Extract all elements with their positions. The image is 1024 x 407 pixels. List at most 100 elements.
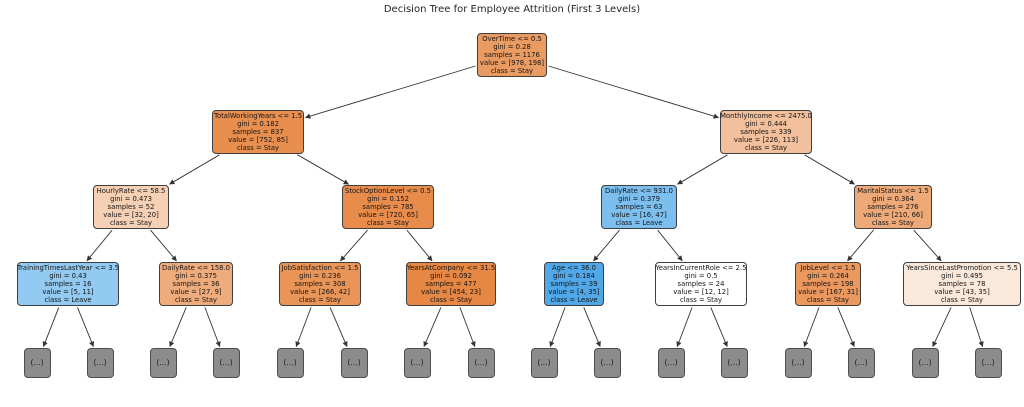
node-text-line: value = [210, 66] [863, 211, 923, 220]
node-text-line: gini = 0.5 [684, 271, 718, 280]
node-text-line: gini = 0.43 [49, 271, 87, 280]
leaf-node-8: (...) [467, 348, 495, 378]
node-text-line: (...) [347, 357, 361, 367]
node-text-line: samples = 78 [938, 279, 986, 288]
node-text-line: TotalWorkingYears <= 1.5 [213, 111, 303, 120]
tree-edge [150, 229, 177, 262]
node-text-line: class = Stay [174, 296, 218, 305]
node-text-line: value = [752, 85] [228, 136, 288, 145]
node-text-line: class = Stay [679, 296, 723, 305]
node-text-line: gini = 0.092 [430, 271, 472, 280]
tree-edge [304, 65, 476, 119]
tree-edge [593, 229, 620, 262]
node-text-line: YearsSinceLastPromotion <= 5.5 [906, 263, 1018, 272]
tree-edge [340, 229, 368, 262]
node-text-line: samples = 39 [550, 279, 598, 288]
node-text-line: (...) [664, 357, 678, 367]
leaf-node-13: (...) [784, 348, 812, 378]
node-text-line: JobSatisfaction <= 1.5 [281, 263, 359, 272]
leaf-node-16: (...) [974, 348, 1002, 378]
node-text-line: gini = 0.473 [110, 194, 152, 203]
node-text-line: samples = 837 [232, 127, 284, 136]
node-text-line: (...) [727, 357, 741, 367]
tree-edge [459, 307, 476, 348]
node-text-line: value = [167, 31] [798, 288, 858, 297]
node-text-line: class = Stay [806, 296, 850, 305]
leaf-node-4: (...) [212, 348, 240, 378]
node-text-line: (...) [791, 357, 805, 367]
node-text-line: value = [454, 23] [421, 288, 481, 297]
node-text-line: class = Stay [744, 144, 788, 153]
node-text-line: class = Stay [871, 219, 915, 228]
node-text-line: value = [12, 12] [673, 288, 729, 297]
node-text-line: JobLevel <= 1.5 [800, 263, 856, 272]
node-text-line: TrainingTimesLastYear <= 3.5 [16, 263, 120, 272]
tree-edge [969, 307, 984, 348]
node-text-line: samples = 16 [44, 279, 92, 288]
node-text-line: samples = 198 [802, 279, 854, 288]
tree-edge [583, 307, 601, 348]
tree-edges [42, 65, 984, 348]
node-text-line: gini = 0.375 [175, 271, 217, 280]
tree-edge [804, 154, 855, 185]
leaf-node-9: (...) [530, 348, 558, 378]
tree-edge [204, 307, 221, 348]
leaf-node-12: (...) [720, 348, 748, 378]
node-text-line: (...) [30, 357, 44, 367]
node-text-line: value = [226, 113] [733, 136, 799, 145]
node-text-line: gini = 0.152 [367, 194, 409, 203]
tree-edge [42, 307, 60, 348]
node-text-line: class = Stay [236, 144, 280, 153]
node-text-line: value = [32, 20] [103, 211, 159, 220]
tree-edge [913, 229, 942, 262]
tree-edge [329, 307, 348, 348]
tree-edge [837, 307, 855, 348]
leaf-node-3: (...) [149, 348, 177, 378]
node-text-line: samples = 477 [425, 279, 477, 288]
tree-edge [677, 154, 728, 185]
leaf-node-14: (...) [847, 348, 875, 378]
node-text-line: gini = 0.364 [872, 194, 914, 203]
figure-title: Decision Tree for Employee Attrition (Fi… [383, 4, 641, 15]
node-text-line: Age <= 36.0 [552, 263, 596, 272]
leaf-node-2: (...) [86, 348, 114, 378]
node-text-line: gini = 0.495 [941, 271, 983, 280]
node-text-line: YearsAtCompany <= 31.5 [406, 263, 496, 272]
tree-edge [169, 307, 187, 348]
node-text-line: (...) [474, 357, 488, 367]
node-text-line: (...) [854, 357, 868, 367]
node-text-line: class = Stay [366, 219, 410, 228]
node-text-line: (...) [283, 357, 297, 367]
node-text-line: (...) [410, 357, 424, 367]
node-text-line: DailyRate <= 931.0 [605, 186, 673, 195]
node-text-line: gini = 0.184 [553, 271, 595, 280]
node-text-line: samples = 785 [362, 202, 414, 211]
node-text-line: MonthlyIncome <= 2475.0 [720, 111, 812, 120]
node-text-line: class = Leave [615, 219, 663, 228]
node-text-line: class = Stay [109, 219, 153, 228]
tree-edge [548, 65, 720, 119]
node-text-line: samples = 63 [615, 202, 663, 211]
tree-edge [297, 154, 349, 185]
node-text-line: MaritalStatus <= 1.5 [857, 186, 929, 195]
tree-edge [406, 229, 433, 262]
node-text-line: samples = 308 [294, 279, 346, 288]
tree-edge [86, 229, 113, 262]
node-text-line: value = [978, 198] [479, 59, 545, 68]
node-text-line: (...) [981, 357, 995, 367]
